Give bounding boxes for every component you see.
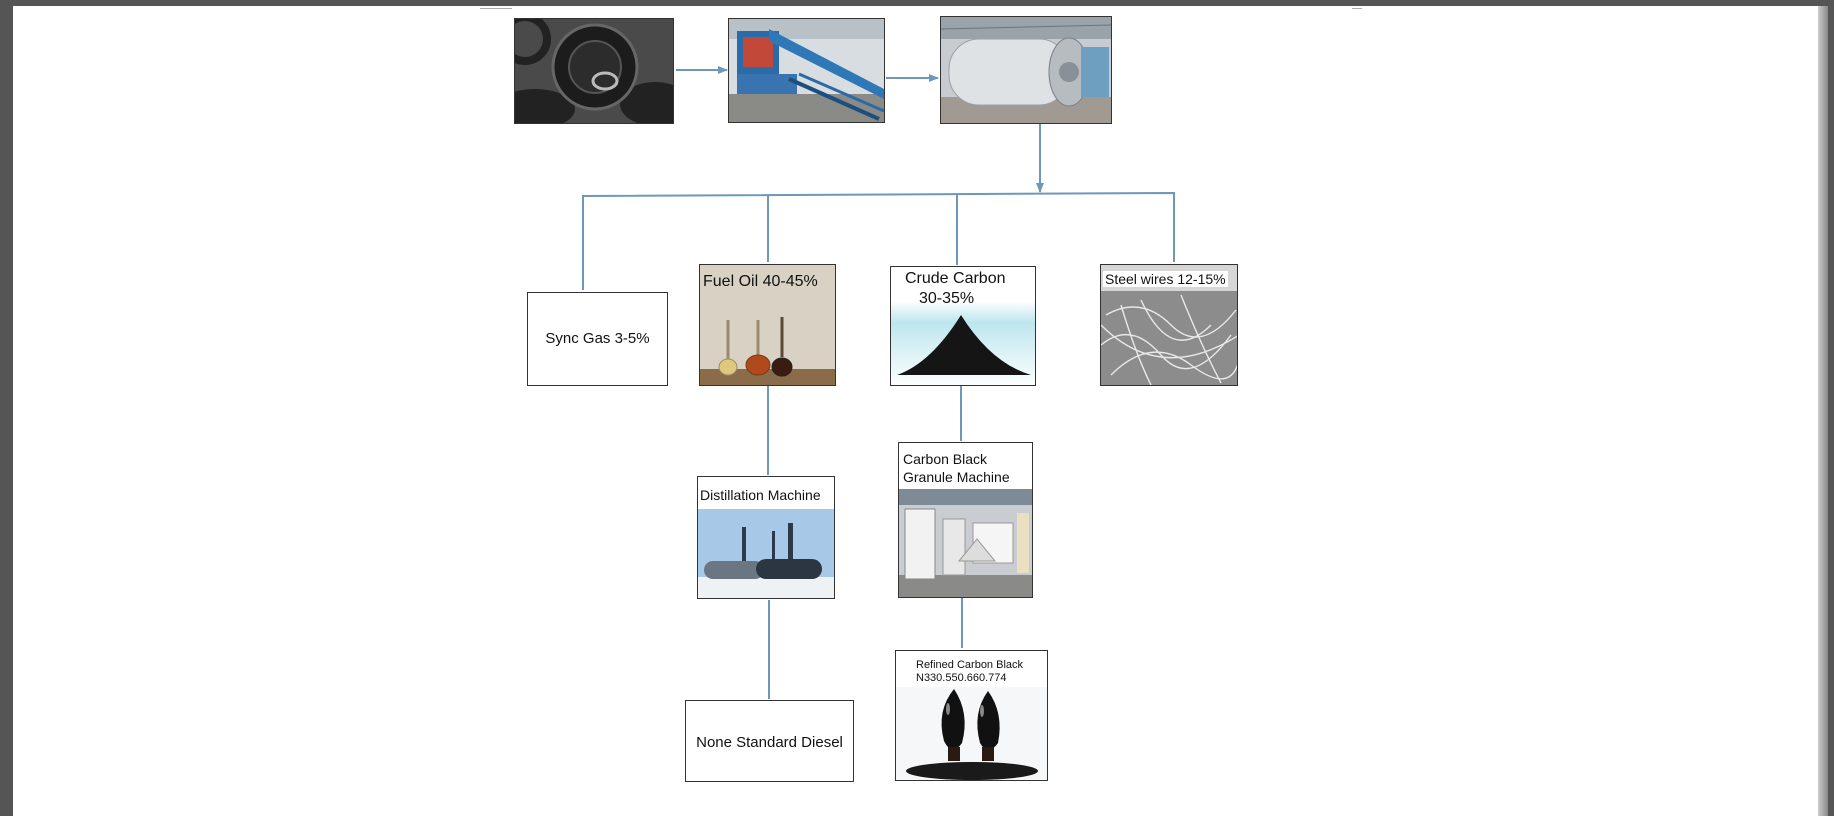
carbon-powder-pile-icon: [891, 301, 1035, 385]
distillation-box: Distillation Machine: [697, 476, 835, 599]
diesel-label: None Standard Diesel: [696, 734, 843, 751]
fuel-oil-box: Fuel Oil 40-45%: [699, 264, 836, 386]
tires-image: [514, 18, 674, 124]
distillation-label: Distillation Machine: [700, 487, 821, 503]
granule-machine-box: Carbon Black Granule Machine: [898, 442, 1033, 598]
granule-machine-icon: [899, 489, 1032, 597]
shredder-machine-icon: [729, 19, 884, 122]
pyrolysis-reactor-icon: [941, 17, 1111, 123]
sync-gas-box: Sync Gas 3-5%: [527, 292, 668, 386]
diesel-box: None Standard Diesel: [685, 700, 854, 782]
fuel-oil-label: Fuel Oil 40-45%: [703, 273, 818, 290]
sync-gas-label: Sync Gas 3-5%: [545, 330, 650, 347]
output-bus-line: [582, 191, 1175, 290]
crude-carbon-label: Crude Carbon: [905, 270, 1006, 287]
granule-label-line1: Carbon Black: [903, 451, 988, 467]
refined-label-line1: Refined Carbon Black: [916, 659, 1024, 671]
refined-label-line2: N330.550.660.774: [916, 672, 1007, 684]
tire-pile-icon: [515, 19, 673, 123]
steel-wires-label: Steel wires 12-15%: [1103, 271, 1228, 287]
refined-carbon-box: Refined Carbon Black N330.550.660.774: [895, 650, 1048, 781]
steel-wires-box: Steel wires 12-15%: [1100, 264, 1238, 386]
distillation-plant-icon: [698, 509, 834, 598]
reactor-image: [940, 16, 1112, 124]
oil-flasks-icon: [700, 317, 835, 385]
steel-wire-tangle-icon: [1101, 291, 1237, 385]
crude-carbon-percent: 30-35%: [919, 290, 975, 307]
page-corner-mark: [480, 8, 512, 9]
carbon-black-flasks-icon: [896, 687, 1047, 780]
crude-carbon-box: Crude Carbon 30-35%: [890, 266, 1036, 386]
frame-shadow: [1818, 6, 1828, 816]
page-corner-mark: [1352, 8, 1362, 9]
granule-label-line2: Granule Machine: [903, 469, 1010, 485]
shredder-image: [728, 18, 885, 123]
